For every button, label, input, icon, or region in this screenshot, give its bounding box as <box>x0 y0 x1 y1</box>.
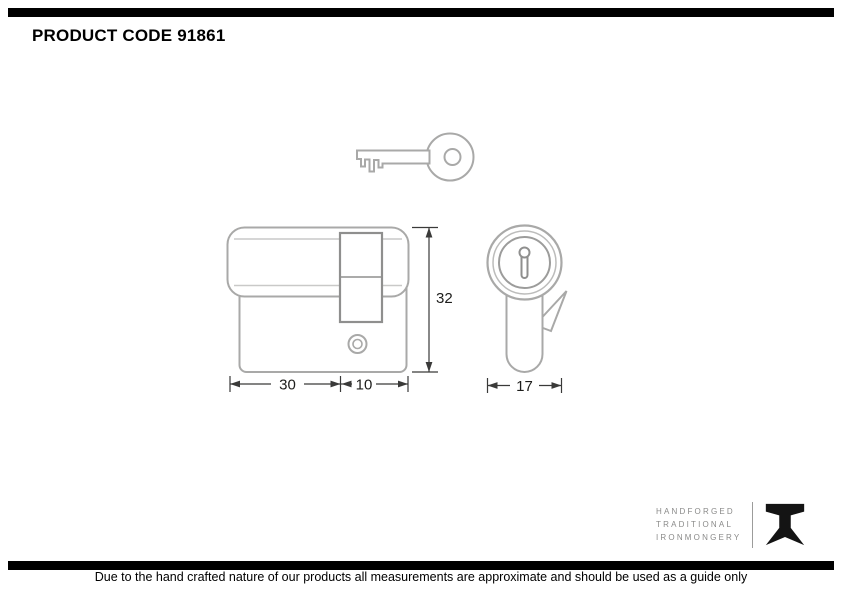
key-bow-hole <box>443 148 462 166</box>
dimension-body-length: 30 <box>229 376 342 394</box>
branding-line-ironmongery: IRONMONGERY <box>656 533 742 542</box>
cylinder-side-view <box>226 226 410 373</box>
face-middle-ring <box>492 230 557 295</box>
keyway <box>518 246 531 279</box>
product-code: PRODUCT CODE 91861 <box>32 26 226 45</box>
dim-label-10: 10 <box>356 377 373 394</box>
branding: HANDFORGED TRADITIONAL IRONMONGERY <box>656 501 808 549</box>
dimension-height: 32 <box>412 226 453 373</box>
dim-label-30: 30 <box>279 377 296 394</box>
dimension-diameter: 17 <box>486 378 563 395</box>
key-blade <box>356 149 431 173</box>
fixing-screw-hole-inner <box>352 338 363 350</box>
branding-separator <box>752 502 754 548</box>
top-divider-bar <box>8 8 834 17</box>
face-inner-ring <box>498 236 551 289</box>
profile-body <box>505 279 544 373</box>
bottom-divider-bar <box>8 561 834 570</box>
branding-line-handforged: HANDFORGED <box>656 507 735 516</box>
dimension-cam-width: 10 <box>340 376 409 394</box>
branding-text: HANDFORGED TRADITIONAL IRONMONGERY <box>656 507 741 543</box>
dim-label-32: 32 <box>436 290 453 307</box>
disclaimer-text: Due to the hand crafted nature of our pr… <box>94 570 748 584</box>
key-drawing <box>356 132 475 182</box>
cylinder-front-view <box>486 224 568 373</box>
cylinder-cam <box>338 231 384 324</box>
anvil-logo-icon <box>766 503 805 546</box>
branding-line-traditional: TRADITIONAL <box>656 520 734 529</box>
dim-label-17: 17 <box>516 378 533 395</box>
